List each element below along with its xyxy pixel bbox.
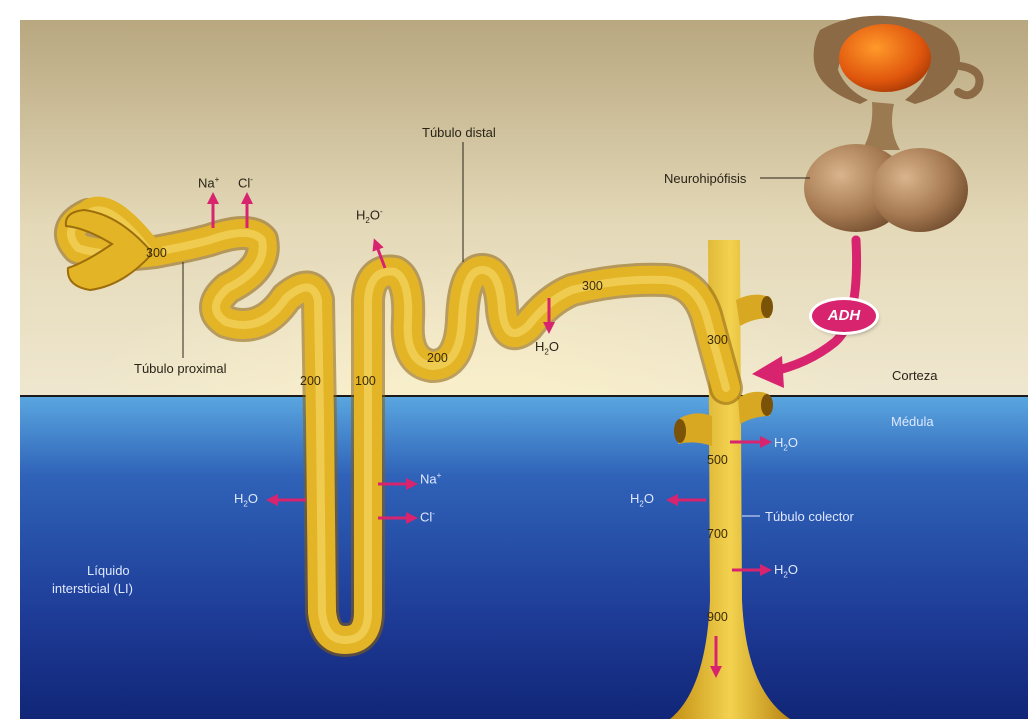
h-symbol: H bbox=[774, 562, 783, 577]
cl-symbol: Cl bbox=[238, 175, 250, 190]
liquido-label-line1: Líquido bbox=[87, 564, 130, 577]
h2o-collector-1-label: H2O bbox=[774, 436, 798, 453]
h-symbol: H bbox=[630, 491, 639, 506]
o-symbol: O bbox=[644, 491, 654, 506]
h2o-distal-up-label: H2O- bbox=[356, 208, 383, 225]
o-symbol: O bbox=[370, 207, 380, 222]
adh-badge: ADH bbox=[812, 300, 876, 332]
cl-charge: - bbox=[250, 175, 253, 184]
h2o-superscript: - bbox=[380, 207, 383, 216]
osmolarity-300-distal: 300 bbox=[582, 280, 603, 293]
cl-charge: - bbox=[432, 509, 435, 518]
medula-label: Médula bbox=[891, 415, 934, 428]
o-symbol: O bbox=[549, 339, 559, 354]
cl-ion-label: Cl- bbox=[238, 176, 253, 189]
na-ion-label: Na+ bbox=[198, 176, 219, 189]
h2o-collector-3-label: H2O bbox=[774, 563, 798, 580]
neurohipofisis-label: Neurohipófisis bbox=[664, 172, 746, 185]
osmolarity-300-proximal: 300 bbox=[146, 247, 167, 260]
h-symbol: H bbox=[356, 207, 365, 222]
osmolarity-200-descending: 200 bbox=[300, 375, 321, 388]
osmolarity-300-collector: 300 bbox=[707, 334, 728, 347]
osmolarity-100-ascending: 100 bbox=[355, 375, 376, 388]
tubulo-distal-label: Túbulo distal bbox=[422, 126, 496, 139]
cl-ascending-label: Cl- bbox=[420, 510, 435, 523]
liquido-label-line2: intersticial (LI) bbox=[52, 582, 133, 595]
na-charge: + bbox=[215, 175, 220, 184]
na-symbol: Na bbox=[420, 471, 437, 486]
osmolarity-500-collector: 500 bbox=[707, 454, 728, 467]
cl-symbol: Cl bbox=[420, 509, 432, 524]
h-symbol: H bbox=[774, 435, 783, 450]
h-symbol: H bbox=[535, 339, 544, 354]
h2o-descending-label: H2O bbox=[234, 492, 258, 509]
o-symbol: O bbox=[248, 491, 258, 506]
na-charge: + bbox=[437, 471, 442, 480]
h2o-distal-down-label: H2O bbox=[535, 340, 559, 357]
h2o-collector-2-label: H2O bbox=[630, 492, 654, 509]
tubulo-proximal-label: Túbulo proximal bbox=[134, 362, 227, 375]
medulla-region bbox=[20, 396, 1028, 719]
na-ascending-label: Na+ bbox=[420, 472, 441, 485]
osmolarity-900-collector: 900 bbox=[707, 611, 728, 624]
na-symbol: Na bbox=[198, 175, 215, 190]
o-symbol: O bbox=[788, 562, 798, 577]
osmolarity-200-distal: 200 bbox=[427, 352, 448, 365]
osmolarity-700-collector: 700 bbox=[707, 528, 728, 541]
o-symbol: O bbox=[788, 435, 798, 450]
h-symbol: H bbox=[234, 491, 243, 506]
corteza-label: Corteza bbox=[892, 369, 938, 382]
tubulo-colector-label: Túbulo colector bbox=[765, 510, 854, 523]
